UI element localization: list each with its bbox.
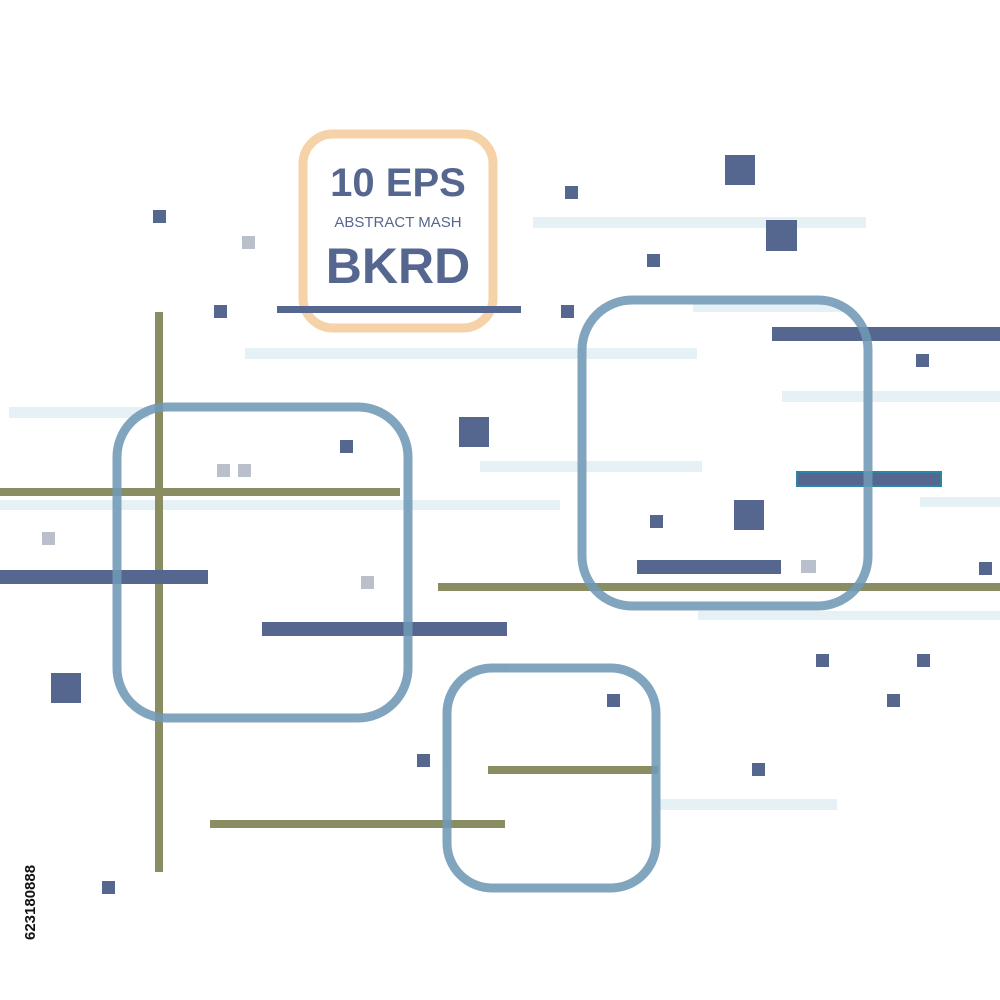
gray-square: [238, 464, 251, 477]
navy-square: [725, 155, 755, 185]
navy-bar: [277, 306, 521, 313]
pale-band: [782, 391, 1000, 402]
navy-square: [51, 673, 81, 703]
navy-square: [102, 881, 115, 894]
rounded-frame-left: [112, 402, 413, 723]
pale-band: [660, 799, 837, 810]
pale-band: [480, 461, 702, 472]
pale-band: [693, 304, 843, 312]
pale-bands: [0, 217, 1000, 810]
navy-bar: [262, 622, 507, 636]
olive-line: [0, 488, 400, 496]
navy-square: [916, 354, 929, 367]
badge-line1: 10 EPS: [330, 161, 466, 205]
navy-square: [153, 210, 166, 223]
navy-square: [816, 654, 829, 667]
olive-line: [438, 583, 1000, 591]
stock-id-label: 623180888: [22, 864, 39, 940]
navy-square: [214, 305, 227, 318]
navy-square: [417, 754, 430, 767]
navy-square: [459, 417, 489, 447]
gray-squares: [42, 236, 816, 589]
navy-squares: [51, 155, 992, 894]
badge-line3: BKRD: [326, 238, 470, 294]
navy-square: [752, 763, 765, 776]
navy-square: [607, 694, 620, 707]
badge-line2: ABSTRACT MASH: [334, 214, 461, 231]
pale-band: [0, 500, 560, 510]
olive-line: [488, 766, 658, 774]
navy-square: [561, 305, 574, 318]
navy-bar: [637, 560, 781, 574]
navy-square: [887, 694, 900, 707]
rounded-frames: [112, 295, 873, 893]
navy-bar: [0, 570, 208, 584]
badge: 10 EPS ABSTRACT MASH BKRD: [298, 129, 498, 333]
rounded-frame-right: [577, 295, 873, 611]
pale-band: [533, 217, 866, 228]
pale-band: [698, 611, 1000, 620]
gray-square: [801, 560, 816, 573]
navy-bars: [0, 306, 1000, 636]
navy-square: [565, 186, 578, 199]
navy-square: [917, 654, 930, 667]
navy-square: [647, 254, 660, 267]
pale-band: [245, 348, 697, 359]
gray-square: [361, 576, 374, 589]
gray-square: [242, 236, 255, 249]
navy-square: [650, 515, 663, 528]
rounded-frame-bottom: [442, 663, 661, 893]
olive-line: [210, 820, 505, 828]
navy-square: [734, 500, 764, 530]
navy-bar: [772, 327, 1000, 341]
pale-band: [920, 497, 1000, 507]
gray-square: [217, 464, 230, 477]
navy-square: [979, 562, 992, 575]
gray-square: [42, 532, 55, 545]
badge-frame: [298, 129, 498, 333]
navy-square: [766, 220, 797, 251]
pale-band: [9, 407, 149, 418]
olive-lines: [0, 312, 1000, 872]
olive-vertical-line: [155, 312, 163, 872]
navy-square: [340, 440, 353, 453]
